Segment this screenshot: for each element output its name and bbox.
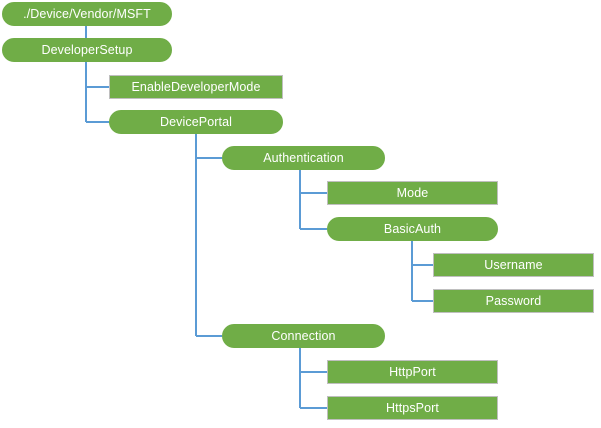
node-label-username: Username: [484, 257, 543, 272]
connector-deviceportal-to-authentication: [195, 134, 222, 159]
node-authentication[interactable]: Authentication: [222, 146, 385, 170]
node-httpport[interactable]: HttpPort: [327, 360, 498, 384]
node-developersetup[interactable]: DeveloperSetup: [2, 38, 172, 62]
node-username[interactable]: Username: [433, 253, 594, 277]
node-label-httpport: HttpPort: [389, 364, 436, 379]
node-label-authentication: Authentication: [263, 150, 344, 165]
connector-basicauth-to-password: [411, 241, 433, 302]
node-password[interactable]: Password: [433, 289, 594, 313]
node-label-basicauth: BasicAuth: [383, 221, 442, 236]
node-connection[interactable]: Connection: [222, 324, 385, 348]
node-label-mode: Mode: [396, 185, 429, 200]
node-enabledevelopermode[interactable]: EnableDeveloperMode: [109, 75, 283, 99]
node-httpsport[interactable]: HttpsPort: [327, 396, 498, 420]
node-label-enabledevelopermode: EnableDeveloperMode: [131, 79, 261, 94]
connector-authentication-to-basicauth: [299, 170, 327, 230]
connector-deviceportal-to-connection: [195, 134, 222, 337]
connector-connection-to-httpsport: [299, 348, 327, 409]
connector-authentication-to-mode: [299, 170, 327, 194]
node-label-httpsport: HttpsPort: [386, 400, 439, 415]
connector-developersetup-to-enabledevelopermode: [85, 62, 109, 88]
connector-connection-to-httpport: [299, 348, 327, 373]
node-label-password: Password: [485, 293, 542, 308]
node-label-deviceportal: DevicePortal: [159, 114, 233, 129]
connector-developersetup-to-deviceportal: [85, 62, 109, 123]
node-deviceportal[interactable]: DevicePortal: [109, 110, 283, 134]
connector-basicauth-to-username: [411, 241, 433, 266]
node-basicauth[interactable]: BasicAuth: [327, 217, 498, 241]
node-mode[interactable]: Mode: [327, 181, 498, 205]
node-root[interactable]: ./Device/Vendor/MSFT: [2, 2, 172, 26]
node-label-connection: Connection: [271, 328, 336, 343]
node-label-root: ./Device/Vendor/MSFT: [23, 6, 151, 21]
node-label-developersetup: DeveloperSetup: [41, 42, 133, 57]
